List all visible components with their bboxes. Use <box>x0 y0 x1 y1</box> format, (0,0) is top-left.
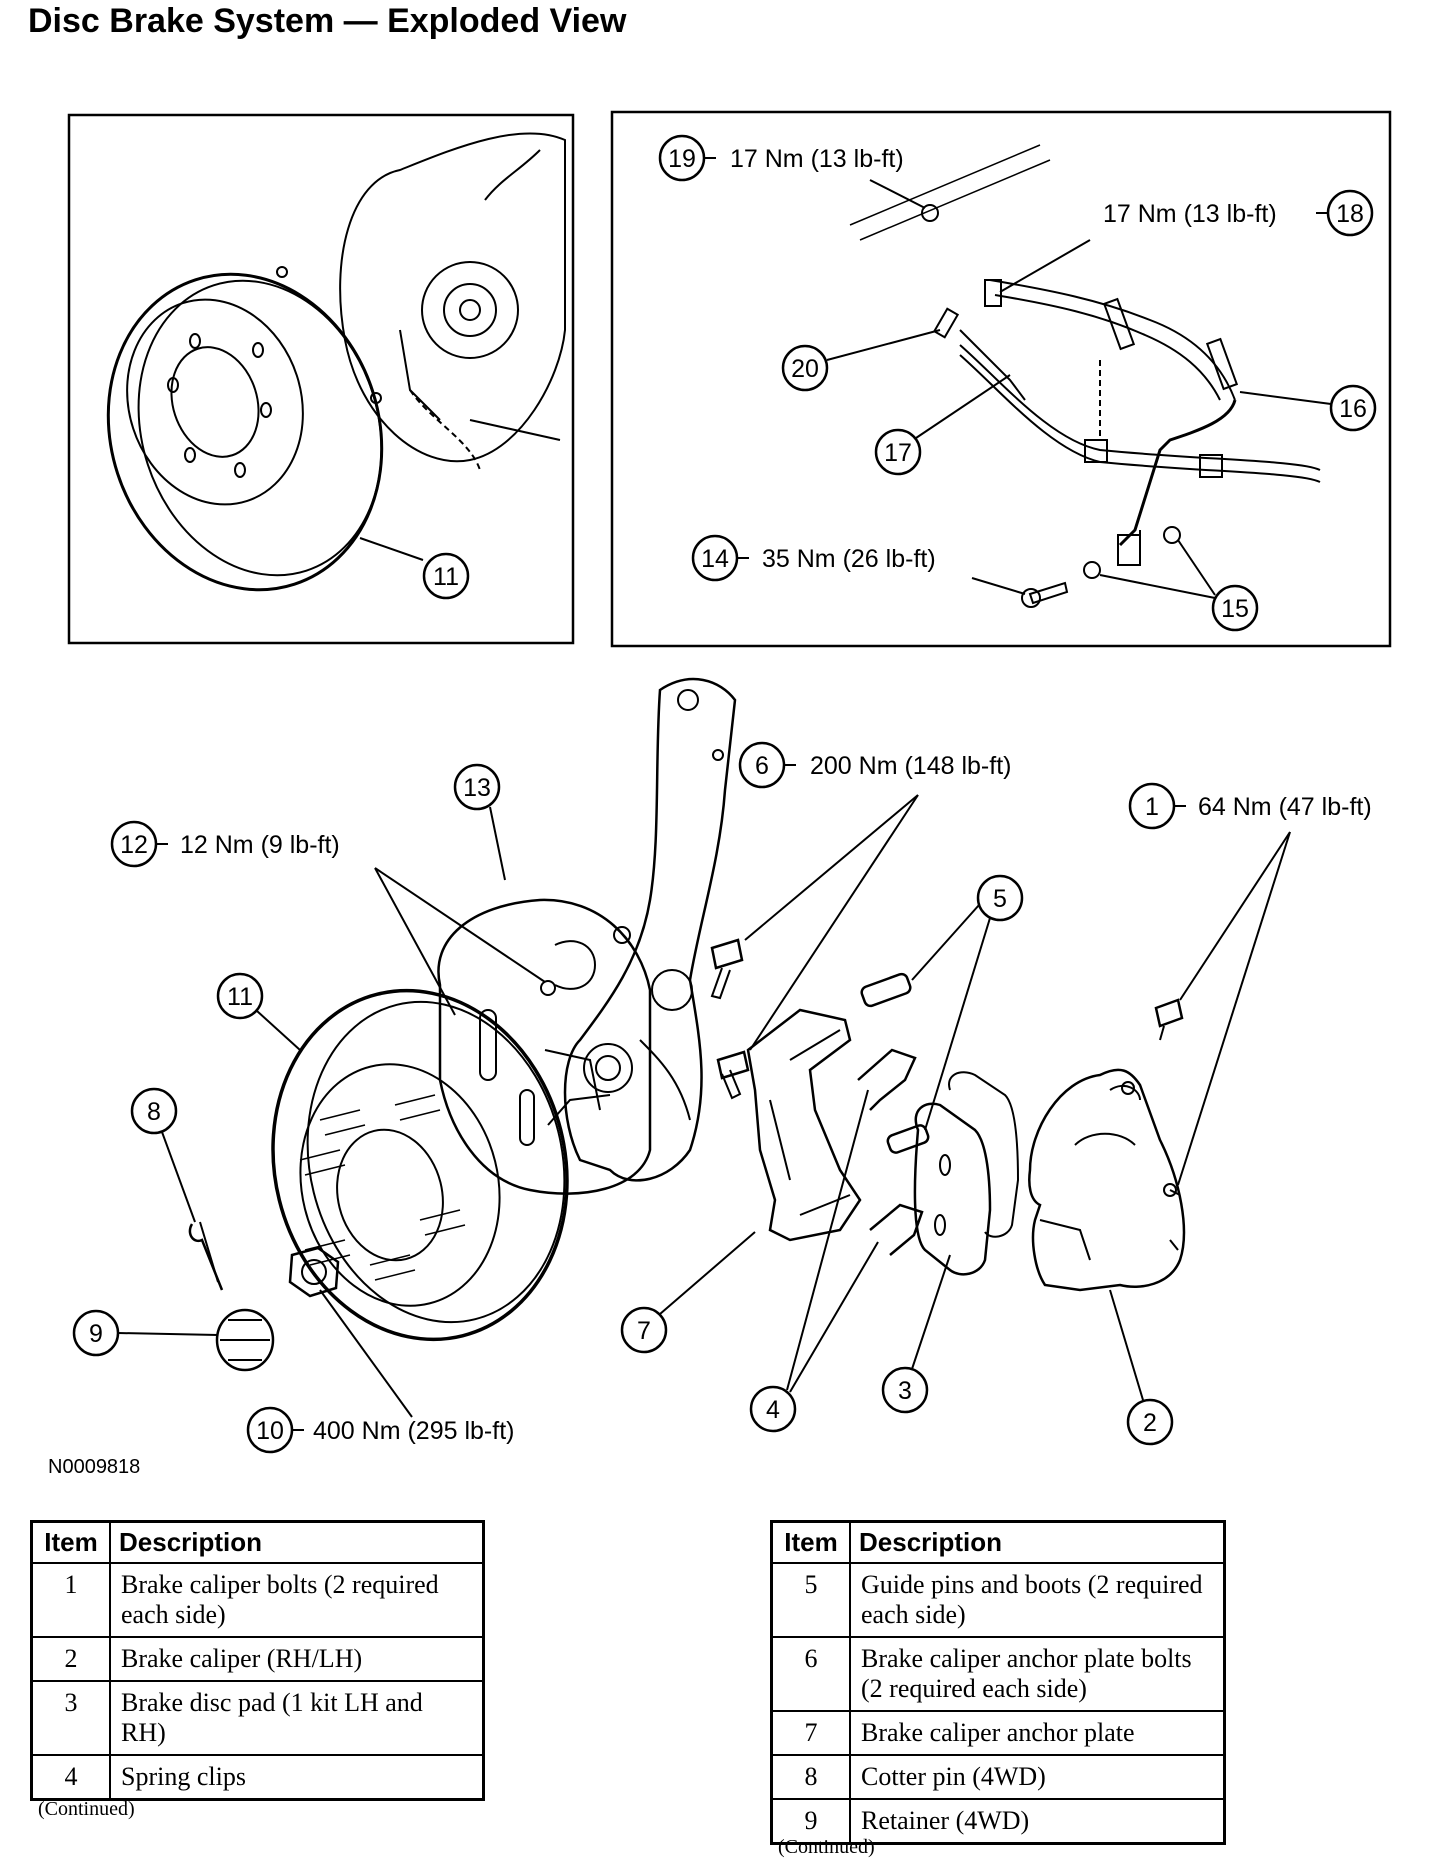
table-row: 7 Brake caliper anchor plate <box>770 1710 1226 1756</box>
callout-14: 14 <box>701 545 729 573</box>
torque-12: 12 Nm (9 lb-ft) <box>180 831 340 859</box>
table-1-continued-note: (Continued) <box>38 1798 135 1820</box>
callout-3: 3 <box>898 1377 912 1405</box>
brake-hose-drawing <box>849 144 1321 608</box>
table-header-item: Item <box>770 1520 851 1564</box>
hub-nut-drawing <box>288 1246 340 1298</box>
item-description: Brake disc pad (1 kit LH and RH) <box>109 1680 485 1756</box>
callout-5: 5 <box>993 885 1007 913</box>
table-row: 8 Cotter pin (4WD) <box>770 1754 1226 1800</box>
figure-id: N0009818 <box>48 1456 141 1478</box>
item-number: 6 <box>770 1636 851 1712</box>
item-description: Brake caliper anchor plate <box>849 1710 1226 1756</box>
callout-13: 13 <box>463 774 491 802</box>
torque-18: 17 Nm (13 lb-ft) <box>1103 200 1277 228</box>
item-description: Retainer (4WD) <box>849 1798 1226 1845</box>
callout-10: 10 <box>256 1417 284 1445</box>
callout-7: 7 <box>637 1317 651 1345</box>
steering-knuckle-drawing <box>563 677 737 1182</box>
item-description: Spring clips <box>109 1754 485 1801</box>
torque-6: 200 Nm (148 lb-ft) <box>810 752 1011 780</box>
table-header-description: Description <box>109 1520 485 1564</box>
torque-10: 400 Nm (295 lb-ft) <box>313 1417 514 1445</box>
table-row: 3 Brake disc pad (1 kit LH and RH) <box>30 1680 485 1756</box>
item-number: 5 <box>770 1562 851 1638</box>
caliper-bolt-drawings <box>1154 998 1184 1197</box>
item-description: Cotter pin (4WD) <box>849 1754 1226 1800</box>
items-table-2: Item Description 5 Guide pins and boots … <box>770 1520 1226 1845</box>
rotor-drawing-small <box>106 272 384 592</box>
table-header-description: Description <box>849 1520 1226 1564</box>
spring-clip-drawings <box>857 1048 924 1256</box>
rotor-drawing-main <box>271 988 569 1342</box>
table-row: 9 Retainer (4WD) <box>770 1798 1226 1845</box>
guide-pin-drawings <box>860 972 930 1154</box>
hose-detail-panel: 19 17 Nm (13 lb-ft) 18 17 Nm (13 lb-ft) … <box>610 110 1392 648</box>
item-description: Guide pins and boots (2 required each si… <box>849 1562 1226 1638</box>
table-row: 1 Brake caliper bolts (2 required each s… <box>30 1562 485 1638</box>
items-table-1: Item Description 1 Brake caliper bolts (… <box>30 1520 485 1801</box>
callout-16: 16 <box>1339 395 1367 423</box>
dust-shield-drawing <box>437 898 652 1195</box>
item-number: 4 <box>30 1754 111 1801</box>
item-number: 3 <box>30 1680 111 1756</box>
callout-11-top: 11 <box>433 563 459 591</box>
anchor-plate-drawing <box>746 1008 862 1242</box>
table-row: 2 Brake caliper (RH/LH) <box>30 1636 485 1682</box>
callout-9: 9 <box>89 1320 103 1348</box>
table-row: 6 Brake caliper anchor plate bolts (2 re… <box>770 1636 1226 1712</box>
callout-12: 12 <box>120 831 148 859</box>
item-number: 2 <box>30 1636 111 1682</box>
item-description: Brake caliper anchor plate bolts (2 requ… <box>849 1636 1226 1712</box>
brake-pad-drawings <box>913 1071 1020 1276</box>
torque-19: 17 Nm (13 lb-ft) <box>730 145 904 173</box>
table-2-continued-note: (Continued) <box>778 1836 875 1858</box>
callout-8: 8 <box>147 1098 161 1126</box>
table-row: 4 Spring clips <box>30 1754 485 1801</box>
cotter-pin-drawing <box>188 1221 224 1291</box>
callout-20: 20 <box>791 355 819 383</box>
item-number: 9 <box>770 1798 851 1845</box>
callout-11-main: 11 <box>227 983 253 1011</box>
callout-17: 17 <box>884 439 912 467</box>
callout-1: 1 <box>1145 793 1159 821</box>
caliper-drawing <box>1028 1068 1186 1292</box>
table-row: 5 Guide pins and boots (2 required each … <box>770 1562 1226 1638</box>
torque-1: 64 Nm (47 lb-ft) <box>1198 793 1372 821</box>
callout-19: 19 <box>668 145 696 173</box>
item-description: Brake caliper bolts (2 required each sid… <box>109 1562 485 1638</box>
callout-2: 2 <box>1143 1409 1157 1437</box>
table-header-item: Item <box>30 1520 111 1564</box>
main-exploded-assembly: 13 12 12 Nm (9 lb-ft) 6 200 Nm (148 lb-f… <box>72 677 1372 1454</box>
page-title: Disc Brake System — Exploded View <box>28 2 627 40</box>
item-number: 8 <box>770 1754 851 1800</box>
item-number: 1 <box>30 1562 111 1638</box>
callout-18: 18 <box>1336 200 1364 228</box>
torque-14: 35 Nm (26 lb-ft) <box>762 545 936 573</box>
anchor-bolt-drawings <box>710 938 750 1100</box>
callout-6: 6 <box>755 752 769 780</box>
item-number: 7 <box>770 1710 851 1756</box>
dust-shield-drawing-small <box>276 132 566 471</box>
callout-4: 4 <box>766 1396 780 1424</box>
item-description: Brake caliper (RH/LH) <box>109 1636 485 1682</box>
callout-15: 15 <box>1221 595 1249 623</box>
rotor-detail-panel: 11 <box>67 113 575 645</box>
retainer-drawing <box>215 1308 275 1372</box>
